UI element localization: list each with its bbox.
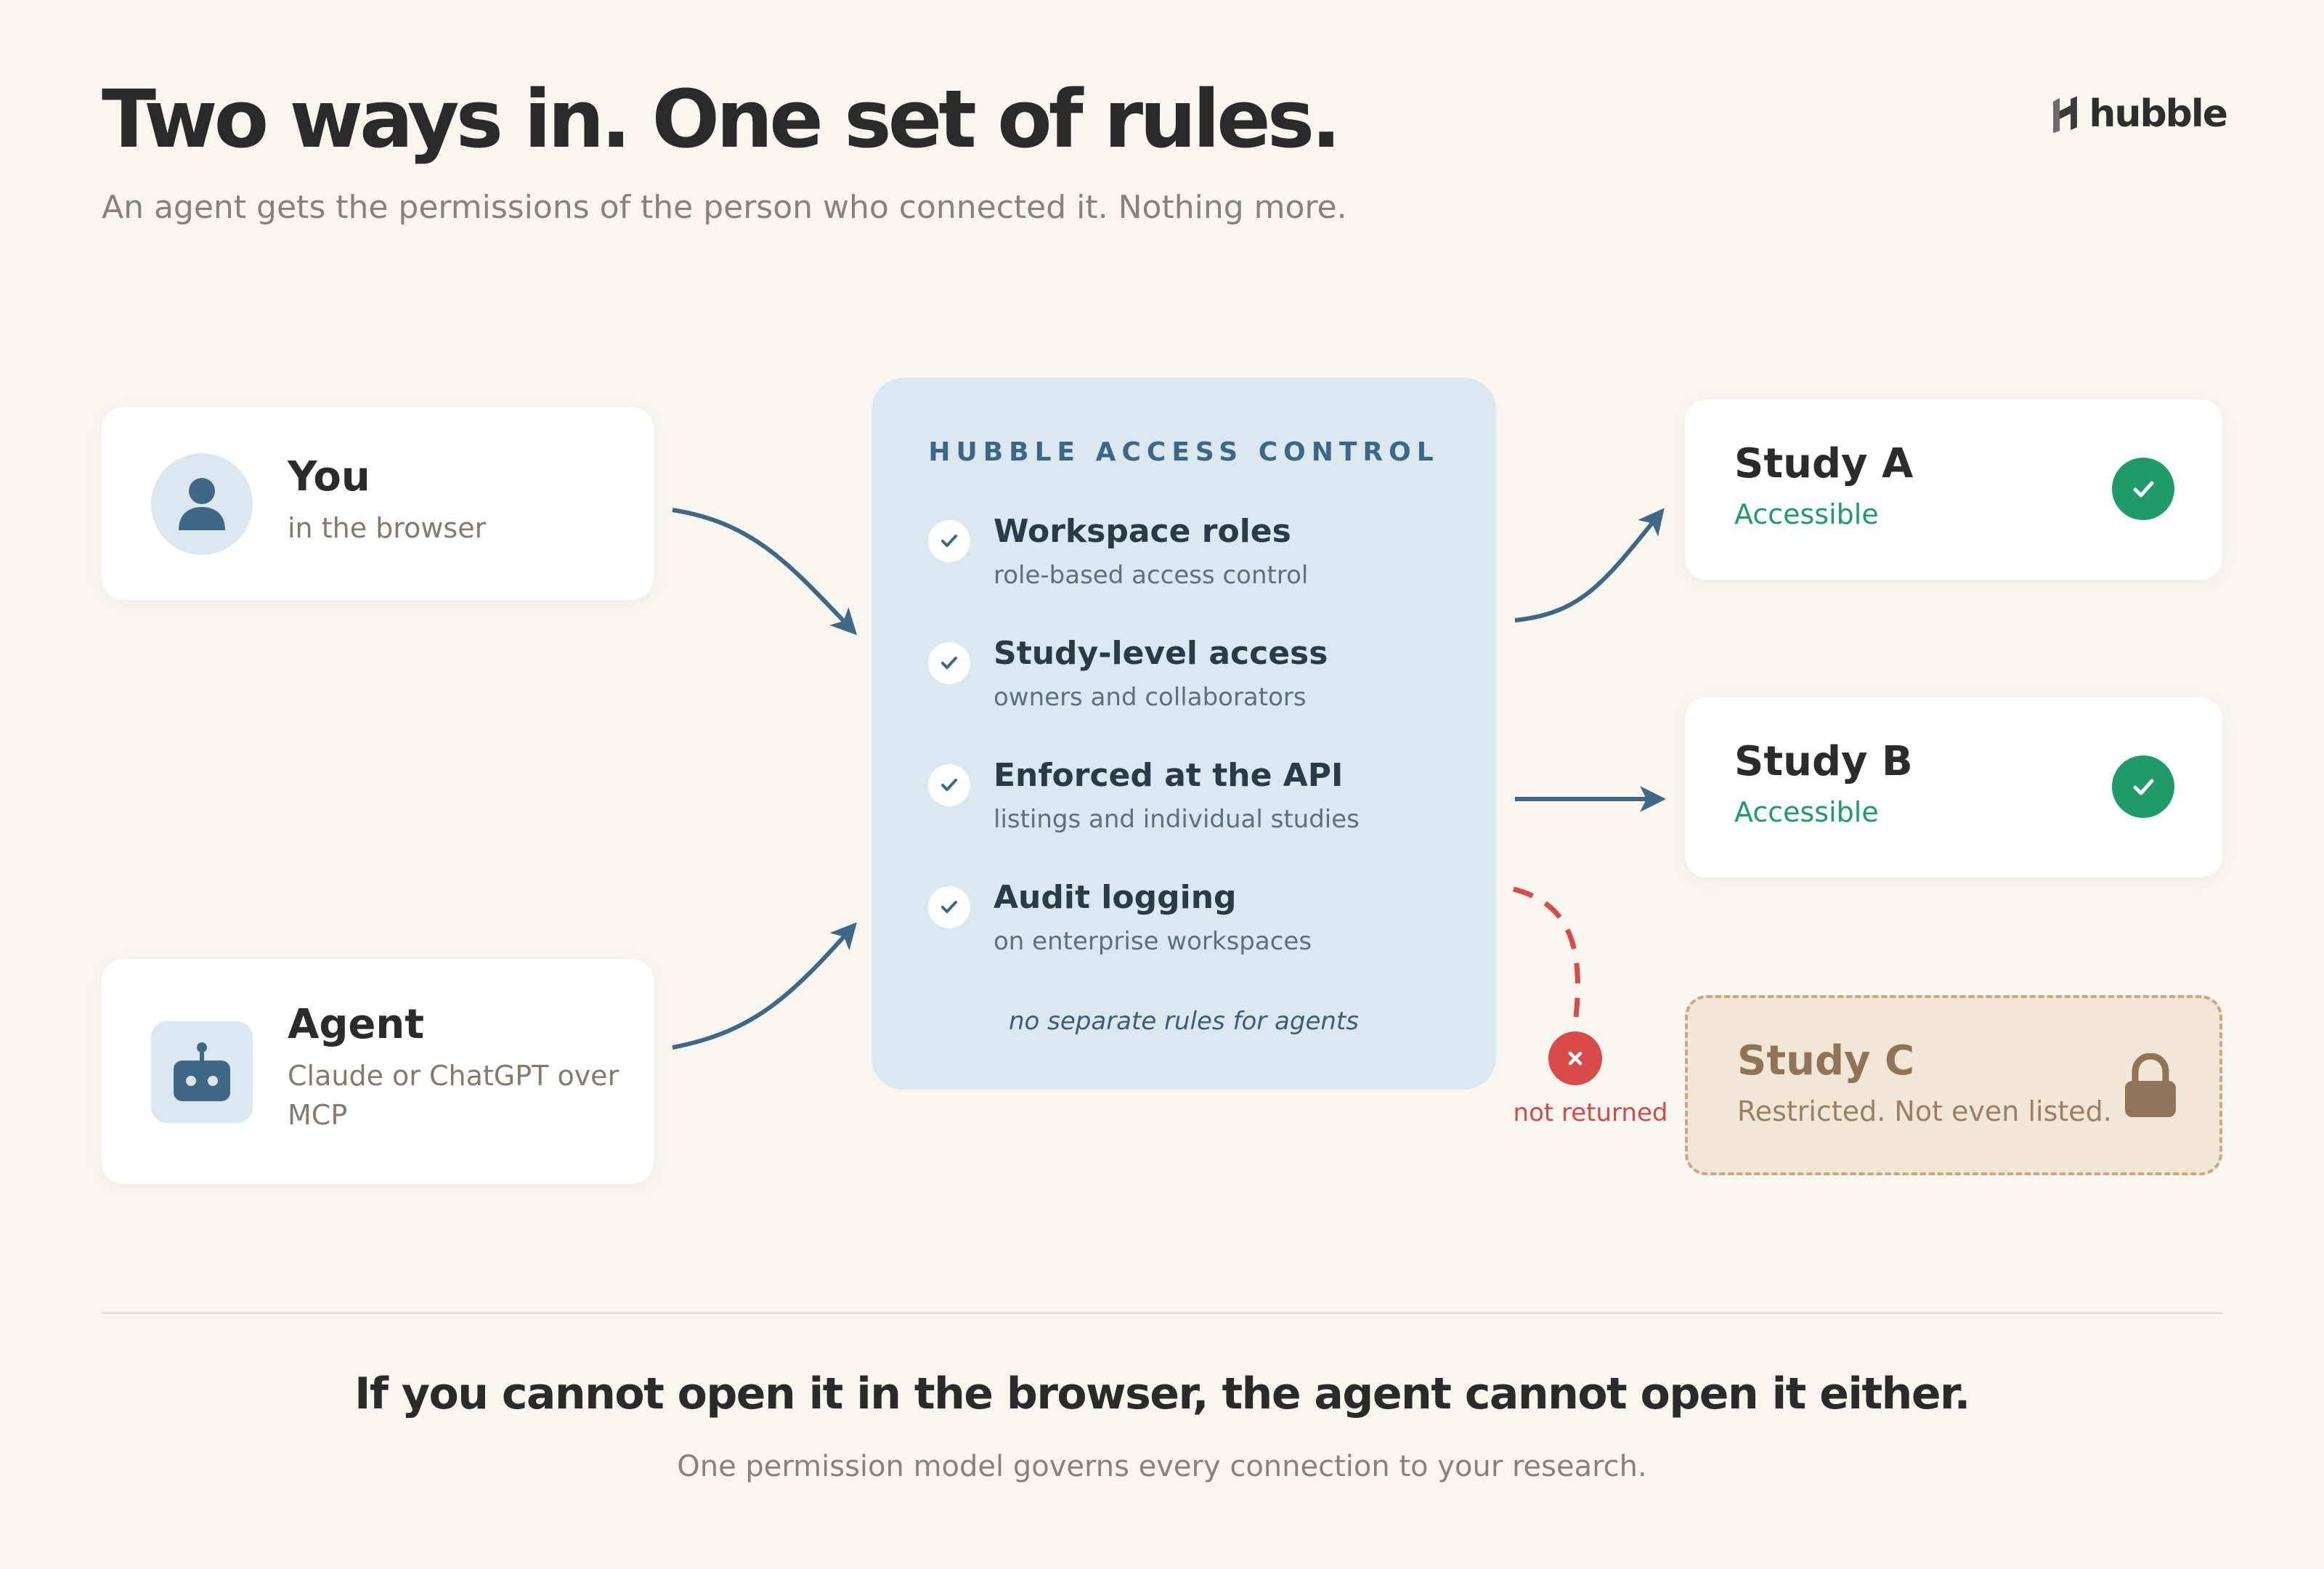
rule-item: Enforced at the API listings and individ…	[928, 757, 1466, 844]
robot-icon	[151, 1021, 253, 1123]
arrow-you-to-panel	[672, 508, 858, 636]
rule-item: Workspace roles role-based access contro…	[928, 513, 1466, 600]
arrow-panel-to-study-a	[1514, 508, 1665, 623]
page-title: Two ways in. One set of rules.	[102, 73, 1341, 166]
source-card-you: You in the browser	[102, 407, 654, 600]
hubble-logo-icon	[2053, 96, 2077, 133]
rule-title: Audit logging	[994, 879, 1237, 916]
check-circle-icon	[2112, 458, 2174, 520]
rule-subtitle: owners and collaborators	[994, 683, 1307, 712]
study-name: Study B	[1734, 738, 1913, 785]
arrow-agent-to-panel	[672, 922, 858, 1050]
source-name: Agent	[288, 1001, 425, 1048]
divider	[102, 1312, 2222, 1314]
footer-subtitle: One permission model governs every conne…	[677, 1450, 1647, 1483]
blocked-label: not returned	[1513, 1098, 1668, 1127]
rule-title: Workspace roles	[994, 513, 1291, 550]
footer-title: If you cannot open it in the browser, th…	[354, 1369, 1970, 1419]
rule-item: Study-level access owners and collaborat…	[928, 635, 1466, 722]
access-control-panel: HUBBLE ACCESS CONTROL Workspace roles ro…	[871, 378, 1496, 1090]
rule-subtitle: on enterprise workspaces	[994, 927, 1312, 956]
blocked-x-icon	[1548, 1031, 1602, 1085]
rule-subtitle: role-based access control	[994, 561, 1309, 590]
source-name: You	[288, 453, 370, 500]
rule-item: Audit logging on enterprise workspaces	[928, 879, 1466, 966]
page-subtitle: An agent gets the permissions of the per…	[102, 189, 1347, 226]
blocked-path-to-study-c	[1513, 886, 1580, 1018]
study-status: Accessible	[1734, 498, 1879, 530]
rule-title: Study-level access	[994, 635, 1328, 672]
lock-icon	[2124, 1053, 2177, 1122]
rule-subtitle: listings and individual studies	[994, 805, 1360, 834]
check-circle-icon	[2112, 755, 2174, 818]
logo-text: hubble	[2089, 92, 2228, 136]
source-card-agent: Agent Claude or ChatGPT over MCP	[102, 959, 654, 1184]
source-description: Claude or ChatGPT over MCP	[288, 1060, 619, 1131]
study-name: Study C	[1737, 1037, 1915, 1084]
study-status: Restricted. Not even listed.	[1737, 1095, 2112, 1127]
panel-title: HUBBLE ACCESS CONTROL	[928, 437, 1439, 467]
study-name: Study A	[1734, 440, 1914, 487]
panel-footnote: no separate rules for agents	[1009, 1007, 1359, 1036]
hubble-logo: hubble	[2052, 81, 2228, 147]
person-icon	[151, 453, 253, 555]
check-icon	[928, 520, 970, 562]
source-description: in the browser	[288, 512, 487, 544]
check-icon	[928, 642, 970, 684]
study-card-a: Study A Accessible	[1685, 400, 2222, 580]
check-icon	[928, 764, 970, 806]
check-icon	[928, 886, 970, 928]
study-card-c: Study C Restricted. Not even listed.	[1685, 995, 2222, 1175]
study-status: Accessible	[1734, 796, 1879, 828]
rule-title: Enforced at the API	[994, 757, 1344, 794]
study-card-b: Study B Accessible	[1685, 697, 2222, 877]
